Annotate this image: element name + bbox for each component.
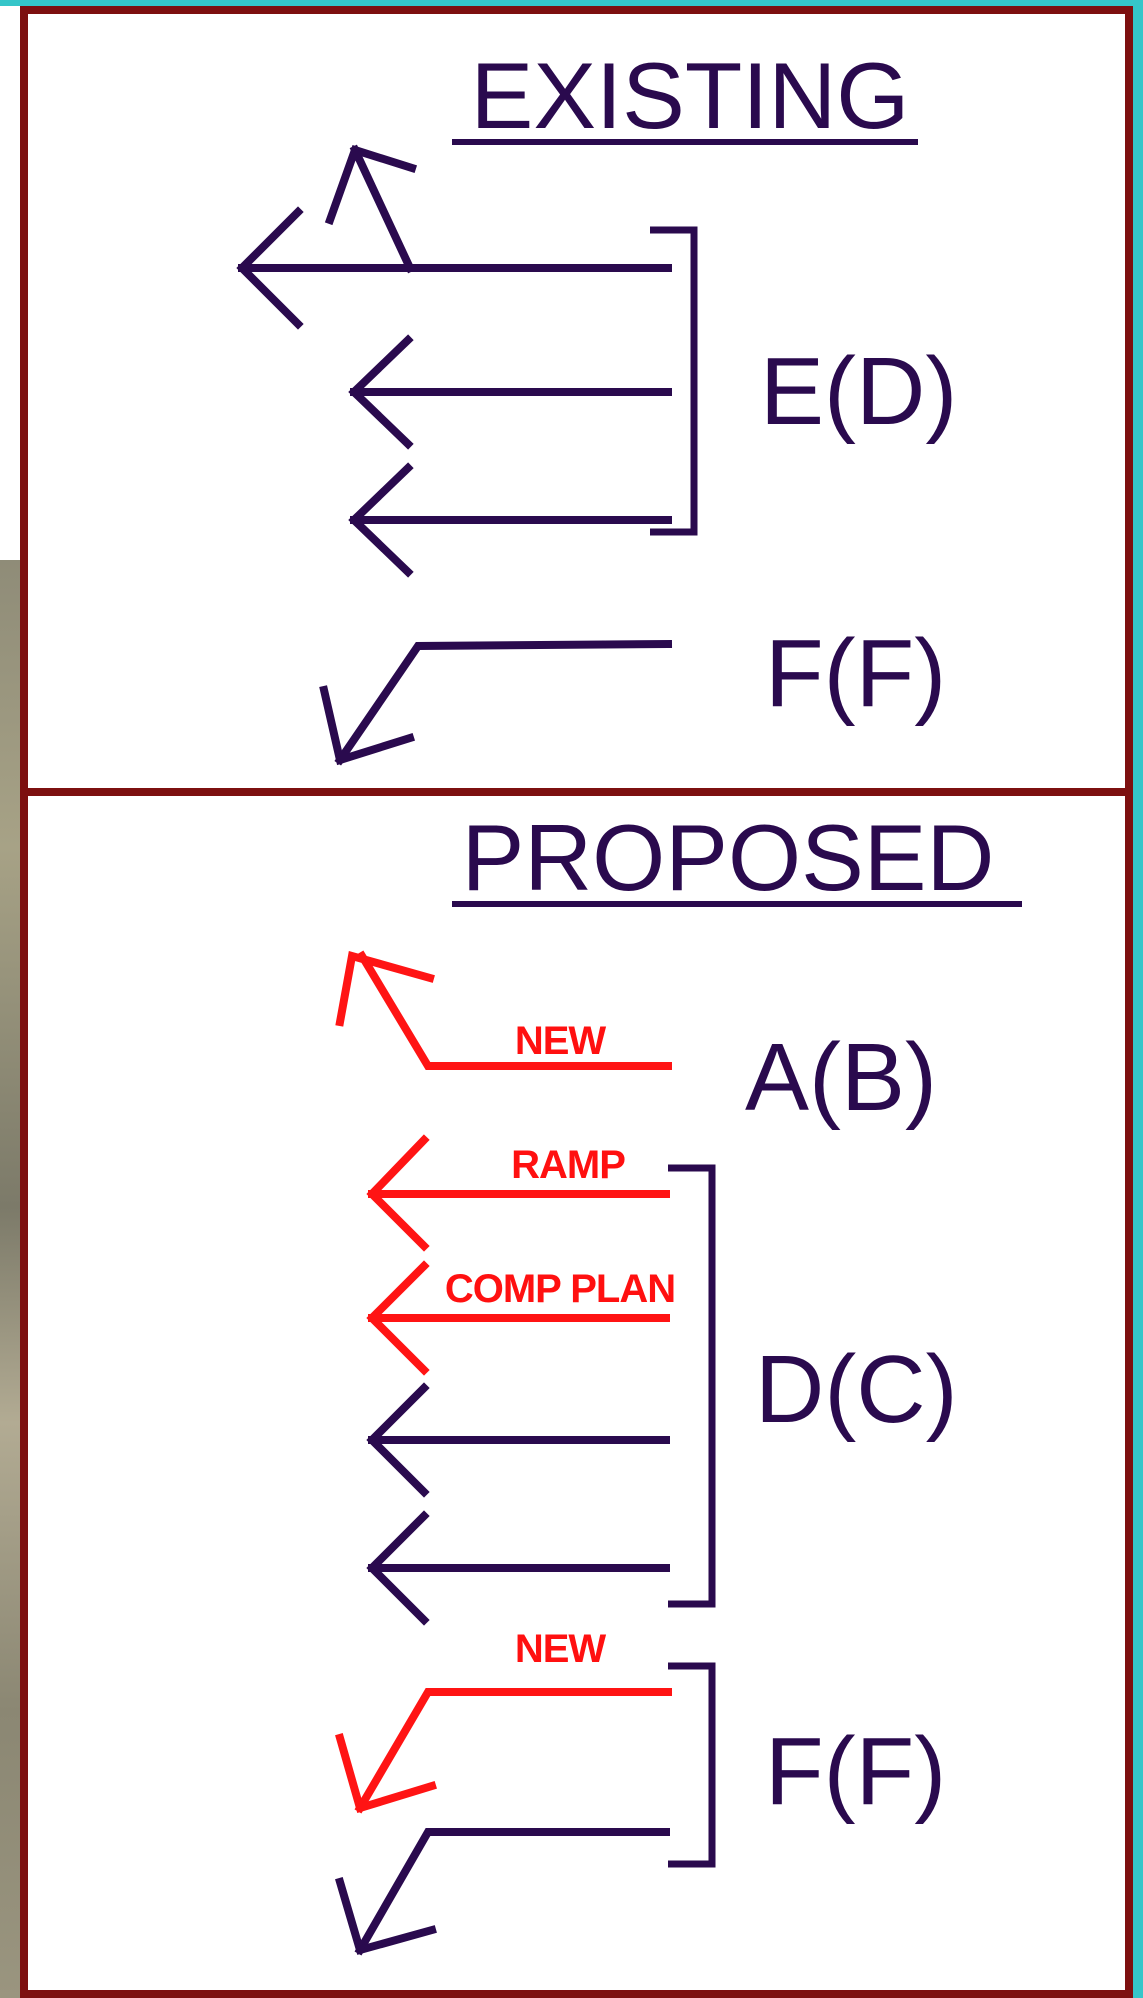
right-accent-strip xyxy=(1133,0,1143,1998)
proposed-ff-bracket xyxy=(668,1662,716,1868)
existing-panel xyxy=(20,6,1133,796)
proposed-dc-bracket xyxy=(668,1164,716,1608)
existing-left-through-arrow xyxy=(236,144,672,330)
proposed-new-tag-top: NEW xyxy=(515,1019,607,1063)
existing-ed-bracket xyxy=(650,226,698,536)
existing-ff-label: F(F) xyxy=(765,620,946,727)
existing-title: EXISTING xyxy=(471,43,910,148)
proposed-new-tag-bottom: NEW xyxy=(515,1627,607,1671)
proposed-ab-label: A(B) xyxy=(745,1024,937,1131)
proposed-comp-plan-arrow xyxy=(366,1260,670,1376)
proposed-through-arrow-2 xyxy=(366,1510,670,1626)
top-accent-strip xyxy=(0,0,1143,6)
proposed-through-arrow-1 xyxy=(366,1382,670,1498)
proposed-title: PROPOSED xyxy=(462,805,995,910)
existing-ed-label: E(D) xyxy=(760,338,957,445)
existing-through-arrow-2 xyxy=(348,462,672,578)
existing-left-turn-arrow xyxy=(319,639,673,766)
proposed-ramp-arrow xyxy=(366,1134,670,1252)
existing-through-arrow-1 xyxy=(348,334,672,450)
proposed-left-turn-arrow xyxy=(335,1828,670,1956)
proposed-new-left-arrow xyxy=(335,950,672,1070)
proposed-comp-plan-tag: COMP PLAN xyxy=(445,1267,675,1311)
proposed-panel xyxy=(20,788,1133,1998)
proposed-ff-label: F(F) xyxy=(765,1718,946,1825)
proposed-dc-label: D(C) xyxy=(755,1336,958,1443)
proposed-new-left-turn-arrow xyxy=(335,1688,672,1814)
proposed-ramp-tag: RAMP xyxy=(511,1143,625,1187)
